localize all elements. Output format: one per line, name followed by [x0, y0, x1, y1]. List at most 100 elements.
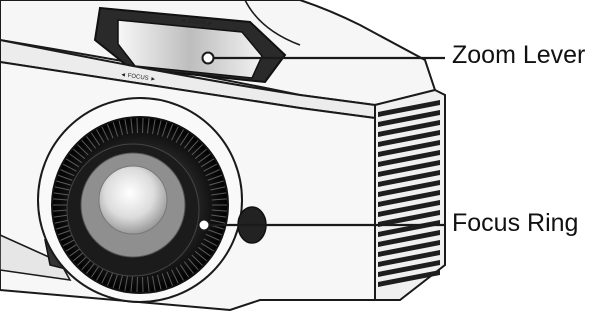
- vent-slat: [378, 250, 440, 267]
- knurl-line: [211, 192, 227, 196]
- knurl-line: [90, 132, 101, 146]
- knurl-line: [207, 174, 222, 181]
- lens-glass: [98, 165, 168, 235]
- knurl-line: [60, 169, 75, 177]
- knurl-line: [191, 254, 203, 266]
- knurl-line: [96, 129, 105, 143]
- knurl-line: [161, 273, 168, 288]
- zoom-lever-marking: ◄ ZOOM ►: [180, 18, 214, 27]
- knurl-line: [152, 119, 156, 135]
- knurl-line: [171, 126, 179, 141]
- knurl-line: [183, 136, 194, 149]
- knurl-line: [207, 229, 222, 236]
- vent-grille: [378, 100, 440, 287]
- knurl-line: [187, 140, 199, 152]
- knurl-line: [191, 144, 203, 156]
- vent-slat: [378, 190, 440, 207]
- knurl-line: [101, 269, 109, 284]
- vent-slat: [378, 140, 440, 157]
- knurl-line: [118, 274, 124, 290]
- vent-slat: [378, 270, 440, 287]
- knurl-line: [179, 264, 190, 278]
- knurl-line: [136, 276, 138, 292]
- vent-slat: [378, 110, 440, 127]
- knurl-line: [90, 264, 101, 278]
- projector-rear-edge: [244, 0, 301, 46]
- knurl-line: [65, 158, 80, 168]
- vent-slat: [378, 210, 440, 227]
- knurl-line: [101, 126, 109, 141]
- knurl-line: [166, 124, 174, 139]
- knurl-line: [200, 158, 215, 168]
- vent-slat: [378, 260, 440, 277]
- knurl-line: [62, 163, 77, 172]
- knurl-line: [175, 129, 184, 143]
- vent-slat: [378, 170, 440, 187]
- vent-slat: [378, 180, 440, 197]
- knurl-line: [53, 209, 69, 212]
- knurl-line: [210, 219, 226, 224]
- knurl-line: [211, 198, 227, 201]
- knurl-line: [210, 186, 226, 191]
- knurl-line: [152, 275, 156, 291]
- knurl-line: [130, 276, 133, 292]
- knurl-line: [77, 144, 89, 156]
- vent-slat: [378, 150, 440, 167]
- knurl-line: [54, 219, 70, 224]
- knurl-line: [200, 242, 215, 252]
- knurl-line: [211, 209, 227, 212]
- knurl-line: [69, 153, 83, 164]
- knurl-line: [187, 258, 199, 270]
- vent-slat: [378, 100, 440, 117]
- vent-slat: [378, 130, 440, 147]
- knurl-line: [81, 140, 93, 152]
- knurl-line: [179, 132, 190, 146]
- knurl-line: [147, 276, 150, 292]
- focus-marking: ◄ FOCUS ►: [120, 72, 157, 83]
- knurl-line: [73, 148, 86, 160]
- knurl-line: [136, 118, 138, 134]
- knurl-line: [209, 180, 224, 186]
- zoom-lever: [117, 19, 263, 79]
- knurl-line: [183, 261, 194, 274]
- knurl-line: [86, 136, 97, 149]
- vent-slat: [378, 240, 440, 257]
- knurl-line: [161, 122, 168, 137]
- knurl-line: [156, 120, 162, 136]
- knurl-line: [197, 246, 211, 257]
- knurl-line: [203, 163, 218, 172]
- knurl-line: [53, 198, 69, 201]
- knurl-line: [171, 269, 179, 284]
- knurl-line: [130, 118, 133, 134]
- knurl-line: [175, 267, 184, 281]
- knurl-line: [166, 271, 174, 286]
- vent-slat: [378, 200, 440, 217]
- vent-slat: [378, 120, 440, 137]
- knurl-line: [147, 118, 150, 134]
- knurl-line: [118, 120, 124, 136]
- knurl-line: [205, 169, 220, 177]
- knurl-line: [56, 180, 71, 186]
- knurl-line: [194, 148, 207, 160]
- knurl-line: [112, 122, 119, 137]
- knurl-line: [203, 238, 218, 247]
- knurl-line: [205, 233, 220, 241]
- knurl-line: [106, 124, 114, 139]
- projector-base: [0, 234, 72, 282]
- knurl-line: [53, 192, 69, 196]
- knurl-line: [194, 250, 207, 262]
- knurl-line: [142, 276, 144, 292]
- knurl-line: [54, 186, 70, 191]
- vent-slat: [378, 160, 440, 177]
- zoom-lever-label: Zoom Lever: [452, 41, 586, 69]
- zoom-callout-dot: [201, 51, 215, 65]
- knurl-line: [96, 267, 105, 281]
- knurl-line: [197, 153, 211, 164]
- knurl-line: [124, 275, 128, 291]
- knurl-line: [53, 214, 69, 218]
- knurl-line: [106, 271, 114, 286]
- knurl-line: [156, 274, 162, 290]
- focus-callout-dot: [197, 218, 211, 232]
